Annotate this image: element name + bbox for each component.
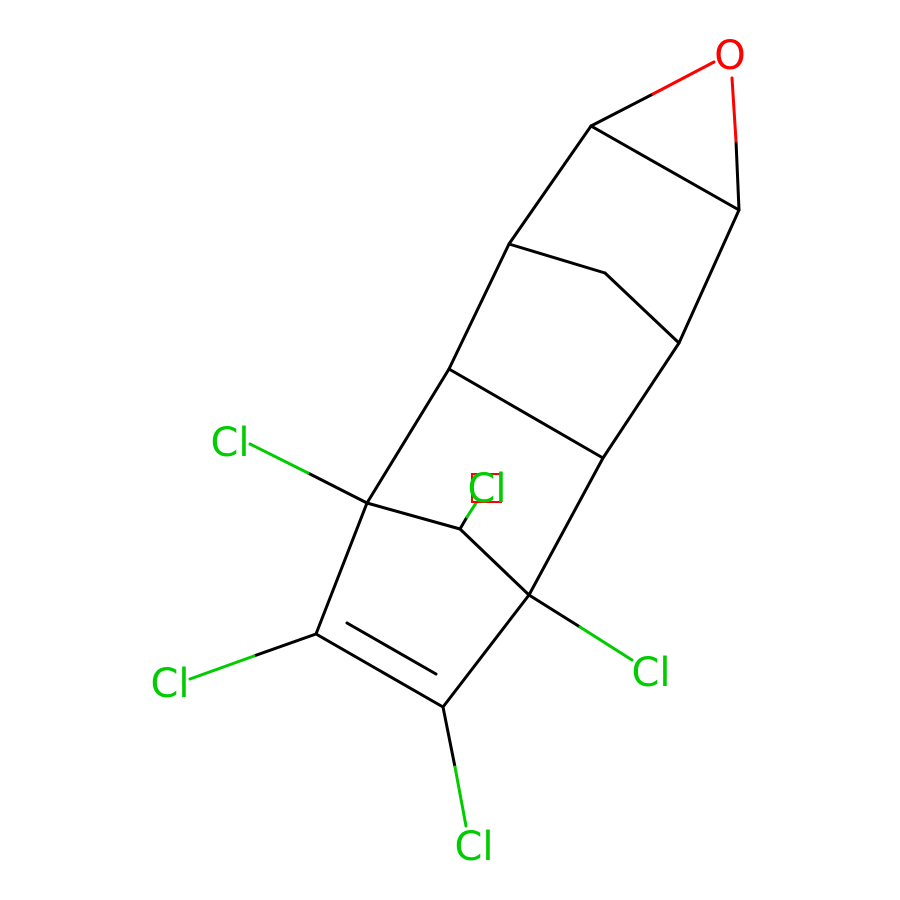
chlorine-bonds — [188, 442, 634, 828]
bond — [589, 124, 741, 212]
chlorine-atom-label-center: Cl — [467, 466, 506, 512]
oxygen-atom-label: O — [714, 33, 745, 79]
bond — [453, 765, 468, 828]
bond — [314, 501, 369, 636]
bond — [578, 625, 634, 662]
chlorine-atom-label-lower-left: Cl — [150, 661, 189, 707]
bond — [365, 501, 462, 531]
bond — [603, 271, 681, 345]
stereo-highlight-box — [471, 473, 502, 503]
bond — [458, 515, 469, 531]
bond — [677, 208, 741, 345]
bond — [188, 654, 256, 681]
bond — [507, 124, 593, 246]
carbon-skeleton-bonds — [314, 124, 741, 709]
bond — [507, 242, 607, 275]
bond — [458, 527, 531, 597]
bond — [651, 60, 716, 96]
bond — [252, 632, 318, 658]
bond — [601, 341, 681, 460]
chlorine-atom-label-bottom: Cl — [454, 824, 493, 870]
double-bond-inner — [345, 621, 438, 676]
bond — [441, 705, 457, 769]
chlorine-atom-label-right: Cl — [631, 650, 670, 696]
epoxide-oxygen-bonds — [589, 60, 741, 212]
bond — [730, 76, 738, 143]
bond — [447, 242, 511, 371]
double-bond-outer — [314, 632, 445, 709]
bond — [734, 139, 741, 212]
chlorine-atom-label-left: Cl — [210, 420, 249, 466]
bond — [365, 367, 451, 505]
bond — [306, 471, 369, 505]
bond — [441, 593, 531, 709]
bond — [589, 92, 655, 128]
bond — [527, 593, 582, 629]
bond — [447, 367, 605, 460]
bond — [248, 442, 310, 475]
bond — [465, 501, 478, 519]
bond — [527, 456, 605, 597]
